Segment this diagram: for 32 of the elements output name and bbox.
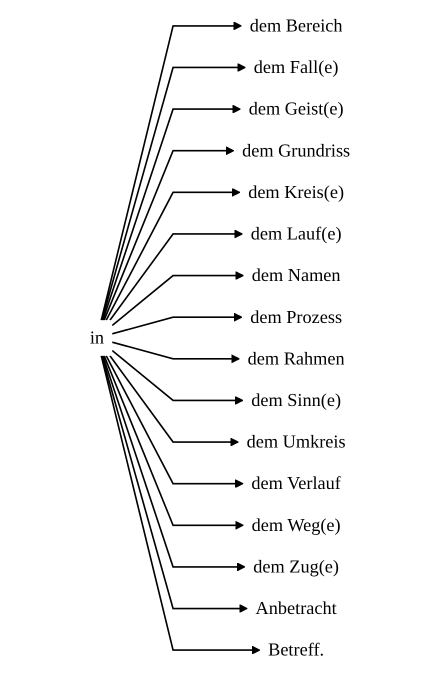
- arrow: [100, 356, 260, 655]
- node-text: dem Verlauf: [251, 472, 341, 494]
- node-text: dem Weg(e): [252, 514, 341, 535]
- node-text: dem Rahmen: [248, 348, 345, 368]
- node-text: dem Sinn(e): [251, 390, 342, 410]
- arrow: [101, 356, 248, 613]
- node-text: dem Geist(e): [248, 98, 344, 119]
- node-text: Betreff.: [268, 639, 324, 660]
- arrow: [101, 63, 246, 320]
- node-text: Anbetracht: [256, 598, 337, 618]
- node-text: dem Namen: [252, 264, 341, 286]
- arrow: [102, 104, 241, 320]
- node-text: dem Grundriss: [242, 140, 350, 160]
- node-text: dem Fall(e): [254, 56, 339, 78]
- arrow: [103, 355, 244, 530]
- node-text: dem Bereich: [250, 15, 343, 36]
- arrow: [112, 350, 244, 405]
- arrow: [103, 146, 234, 321]
- arrow: [109, 355, 239, 446]
- arrow: [112, 341, 240, 364]
- node-text: dem Lauf(e): [250, 223, 342, 244]
- arrow: [106, 355, 244, 488]
- arrow: [109, 230, 244, 321]
- node-text: dem Umkreis: [246, 431, 346, 452]
- arrow: [102, 356, 246, 572]
- arrow: [112, 271, 244, 326]
- node-text: dem Kreis(e): [248, 182, 344, 202]
- arrow: [100, 21, 242, 320]
- node-text: dem Prozess: [250, 306, 342, 327]
- arrow: [106, 188, 240, 321]
- arrow: [112, 312, 242, 335]
- node-text: dem Zug(e): [253, 556, 340, 577]
